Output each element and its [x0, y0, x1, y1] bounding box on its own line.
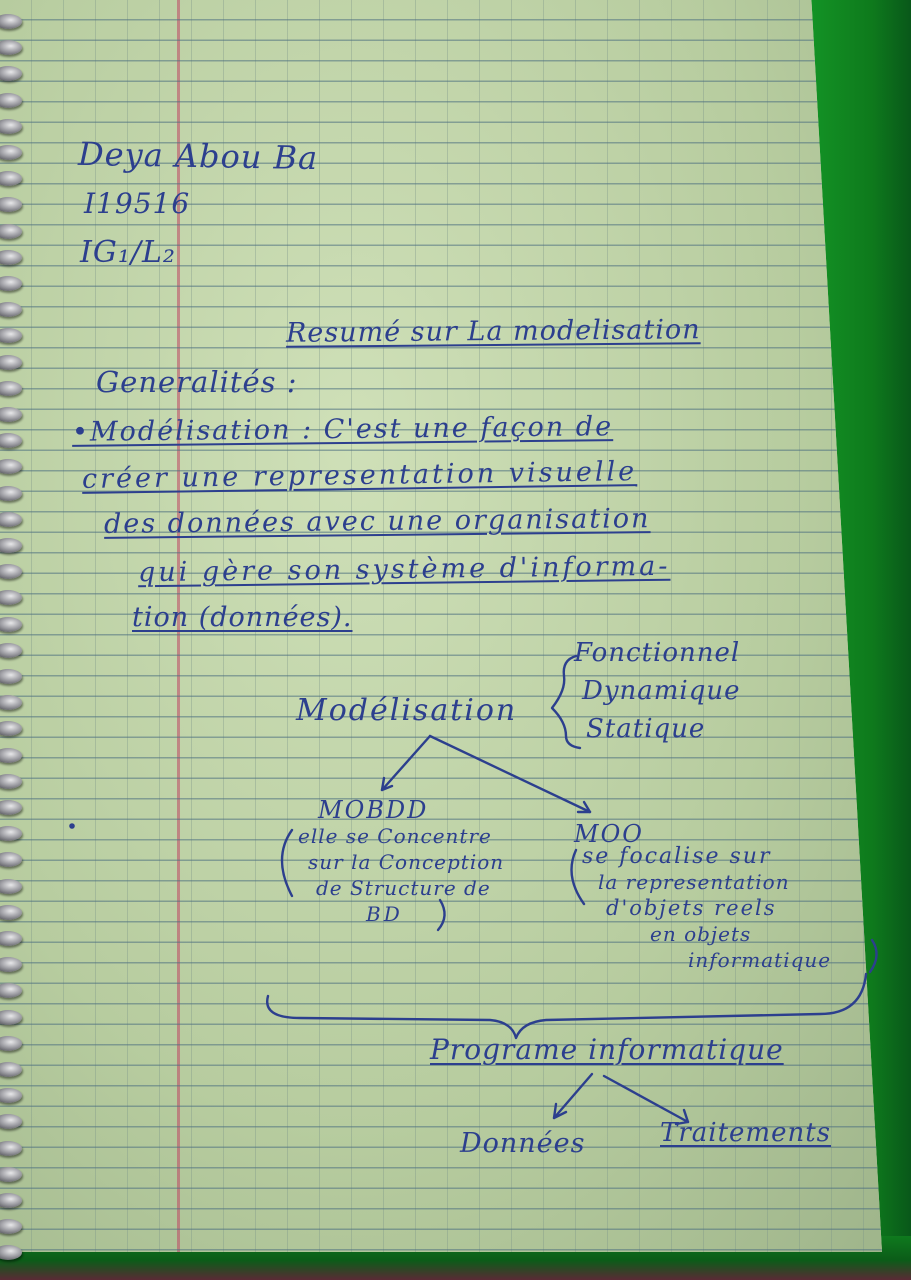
moo-description-line: informatique — [688, 948, 832, 972]
spiral-coil — [0, 1140, 22, 1156]
moo-description-line: la representation — [598, 870, 790, 894]
spiral-coil — [0, 328, 22, 344]
spiral-coil — [0, 695, 22, 711]
mobdd-description-line: sur la Conception — [308, 850, 505, 874]
spiral-coil — [0, 354, 22, 370]
spiral-coil — [0, 931, 22, 946]
moo-description-line: d'objets reels — [606, 896, 777, 920]
section-heading: Generalités : — [96, 365, 298, 399]
spiral-coil — [0, 590, 22, 606]
spiral-coil — [0, 92, 22, 108]
mobdd-description-line: de Structure de — [316, 876, 491, 900]
mobdd-paren — [280, 828, 294, 898]
spiral-coil — [0, 1114, 22, 1130]
spiral-coil — [0, 564, 22, 580]
spiral-coil — [0, 878, 22, 894]
spiral-coil — [0, 14, 22, 29]
programme-child-donnees: Données — [460, 1128, 586, 1159]
spiral-coil — [0, 145, 22, 160]
programme-brace — [265, 972, 868, 1040]
definition-line: tion (données). — [132, 602, 353, 633]
moo-label: MOO — [574, 820, 644, 848]
moo-description-line: en objets — [650, 922, 752, 946]
student-id: I19516 — [84, 187, 191, 220]
spiral-coil — [0, 538, 22, 553]
spiral-coil — [0, 826, 22, 842]
model-type-item: Statique — [586, 714, 706, 744]
spiral-coil — [0, 773, 22, 789]
types-brace — [550, 654, 582, 750]
spiral-coil — [0, 616, 22, 632]
branch-to-mobdd — [380, 734, 432, 792]
spiral-coil — [0, 171, 22, 187]
spiral-coil — [0, 747, 22, 763]
spiral-coil — [0, 459, 22, 475]
mobdd-description-line: BD — [366, 902, 403, 926]
spiral-coil — [0, 511, 22, 527]
model-type-item: Fonctionnel — [574, 638, 741, 668]
spiral-coil — [0, 485, 22, 501]
spiral-coil — [0, 1088, 22, 1104]
spiral-coil — [0, 302, 22, 318]
class-group: IG₁/L₂ — [80, 235, 176, 270]
spiral-coil — [0, 433, 22, 449]
spiral-coil — [0, 223, 22, 239]
branch-to-moo — [428, 734, 592, 814]
spiral-coil — [0, 276, 22, 291]
spiral-coil — [0, 904, 22, 920]
modelisation-label: Modélisation — [296, 693, 518, 728]
spiral-coil — [0, 1009, 22, 1025]
moo-paren — [570, 848, 586, 906]
arrow-to-donnees — [552, 1072, 594, 1120]
notebook-page — [0, 0, 882, 1252]
spiral-coil — [0, 1062, 22, 1077]
arrow-to-traitements — [602, 1074, 690, 1124]
programme-child-traitements: Traitements — [660, 1118, 831, 1148]
spiral-coil — [0, 380, 22, 396]
spiral-coil — [0, 1245, 22, 1261]
spiral-coil — [0, 66, 22, 82]
spiral-coil — [0, 197, 22, 213]
programme-label: Programe informatique — [430, 1033, 784, 1066]
spiral-coil — [0, 983, 22, 999]
spiral-coil — [0, 407, 22, 422]
spiral-coil — [0, 1193, 22, 1208]
spiral-coil — [0, 957, 22, 973]
moo-description-line: se focalise sur — [582, 844, 772, 869]
spiral-coil — [0, 669, 22, 684]
spiral-coil — [0, 800, 22, 815]
spiral-coil — [0, 721, 22, 737]
model-type-item: Dynamique — [582, 676, 741, 706]
spiral-coil — [0, 852, 22, 868]
spiral-coil — [0, 40, 22, 56]
spiral-coil — [0, 1035, 22, 1051]
spiral-binding — [0, 0, 40, 1280]
spiral-coil — [0, 118, 22, 134]
spiral-coil — [0, 642, 22, 658]
spiral-coil — [0, 1219, 22, 1235]
mobdd-label: MOBDD — [318, 796, 429, 824]
spiral-coil — [0, 249, 22, 265]
mobdd-description-line: elle se Concentre — [298, 824, 492, 848]
spiral-coil — [0, 1166, 22, 1182]
